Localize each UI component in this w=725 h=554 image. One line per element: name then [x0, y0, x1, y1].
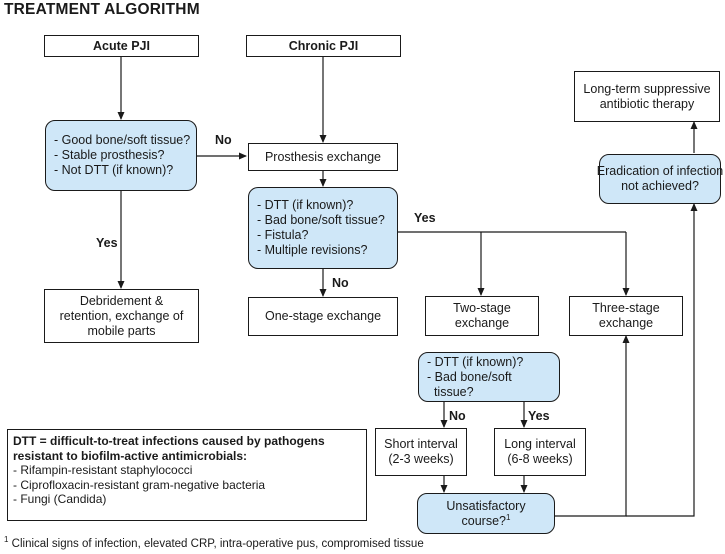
- one-stage-exchange-node: One-stage exchange: [248, 297, 398, 336]
- legend-item: - Ciprofloxacin-resistant gram-negative …: [13, 477, 266, 492]
- two-stage-exchange-node: Two-stage exchange: [425, 296, 539, 336]
- edge-label-yes-exchange: Yes: [414, 211, 436, 225]
- decision-exchange-criteria: - DTT (if known)? - Bad bone/soft tissue…: [248, 187, 398, 269]
- edge-label-no-exchange: No: [332, 276, 349, 290]
- legend-heading-line-1: DTT = difficult-to-treat infections caus…: [13, 434, 325, 448]
- unsatisfactory-course-node: Unsatisfactory course?1: [417, 493, 555, 534]
- edge-unsat-to-three: [555, 335, 630, 517]
- edge-label-yes-interval: Yes: [528, 409, 550, 423]
- decision-interval-criteria: - DTT (if known)? - Bad bone/soft tissue…: [418, 352, 560, 402]
- edge-unsat-to-eradication: [626, 203, 698, 517]
- edge-label-no-acute: No: [215, 133, 232, 147]
- debridement-retention-node: Debridement & retention, exchange of mob…: [44, 289, 199, 343]
- acute-pji-node: Acute PJI: [44, 35, 199, 57]
- footnote-ref: 1: [506, 512, 511, 522]
- three-stage-exchange-node: Three-stage exchange: [569, 296, 683, 336]
- legend-item: - Rifampin-resistant staphylococci: [13, 463, 193, 477]
- edge-label-no-interval: No: [449, 409, 466, 423]
- legend-item: - Fungi (Candida): [13, 492, 107, 506]
- prosthesis-exchange-node: Prosthesis exchange: [248, 143, 398, 171]
- chronic-pji-node: Chronic PJI: [246, 35, 401, 57]
- dtt-definition-legend: DTT = difficult-to-treat infections caus…: [7, 429, 367, 521]
- decision-acute-criteria: - Good bone/soft tissue? - Stable prosth…: [45, 120, 197, 191]
- suppressive-therapy-node: Long-term suppressive antibiotic therapy: [574, 71, 720, 122]
- eradication-not-achieved-node: Eradication of infection not achieved?: [597, 154, 723, 204]
- footnote: 1 Clinical signs of infection, elevated …: [4, 535, 424, 550]
- footnote-marker: 1: [4, 535, 9, 545]
- legend-heading-line-2: resistant to biofilm-active antimicrobia…: [13, 448, 248, 463]
- long-interval-node: Long interval (6-8 weeks): [494, 428, 586, 476]
- short-interval-node: Short interval (2-3 weeks): [375, 428, 467, 476]
- page-title: TREATMENT ALGORITHM: [4, 1, 200, 18]
- footnote-text: Clinical signs of infection, elevated CR…: [11, 538, 424, 550]
- edge-label-yes-acute: Yes: [96, 236, 118, 250]
